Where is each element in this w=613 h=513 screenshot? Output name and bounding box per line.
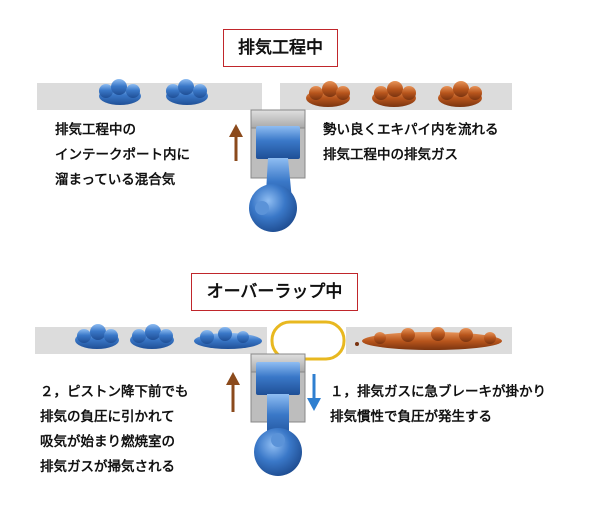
exhaust-gas-cloud (372, 81, 416, 107)
intake-mixture-cloud (194, 327, 262, 349)
section-title-overlap: オーバーラップ中 (191, 273, 358, 311)
negative-pressure-note: １，排気ガスに急ブレーキが掛かり 排気慣性で負圧が発生する (330, 384, 546, 425)
intake-mixture-cloud (130, 324, 174, 349)
intake-mixture-cloud (75, 324, 119, 349)
section-title-exhaust-stroke: 排気工程中 (223, 29, 338, 67)
cylinder-head (250, 109, 306, 129)
exhaust-gas-cloud (362, 327, 502, 350)
connecting-rod (267, 394, 289, 440)
piston (256, 362, 300, 395)
arrow-down-icon (307, 374, 321, 411)
intake-mixture-cloud (166, 79, 208, 105)
exhaust-gas-cloud (438, 81, 482, 107)
arrow-up-icon (229, 124, 243, 161)
crankshaft (249, 184, 297, 232)
engine-bottom (250, 353, 306, 476)
valve-overlap-zone (270, 320, 346, 361)
intake-port-band (37, 83, 262, 110)
exhaust-gas-note: 勢い良くエキパイ内を流れる 排気工程中の排気ガス (323, 122, 499, 163)
engine-top (249, 109, 306, 232)
scavenging-note: ２，ピストン降下前でも 排気の負圧に引かれて 吸気が始まり燃焼室の 排気ガスが掃… (40, 384, 189, 475)
arrow-up-icon (226, 372, 240, 412)
intake-mixture-cloud (99, 79, 141, 105)
exhaust-gas-cloud (306, 81, 350, 107)
intake-mixture-note: 排気工程中の インテークポート内に 溜まっている混合気 (55, 122, 190, 188)
piston (256, 126, 300, 159)
crankshaft (254, 428, 302, 476)
